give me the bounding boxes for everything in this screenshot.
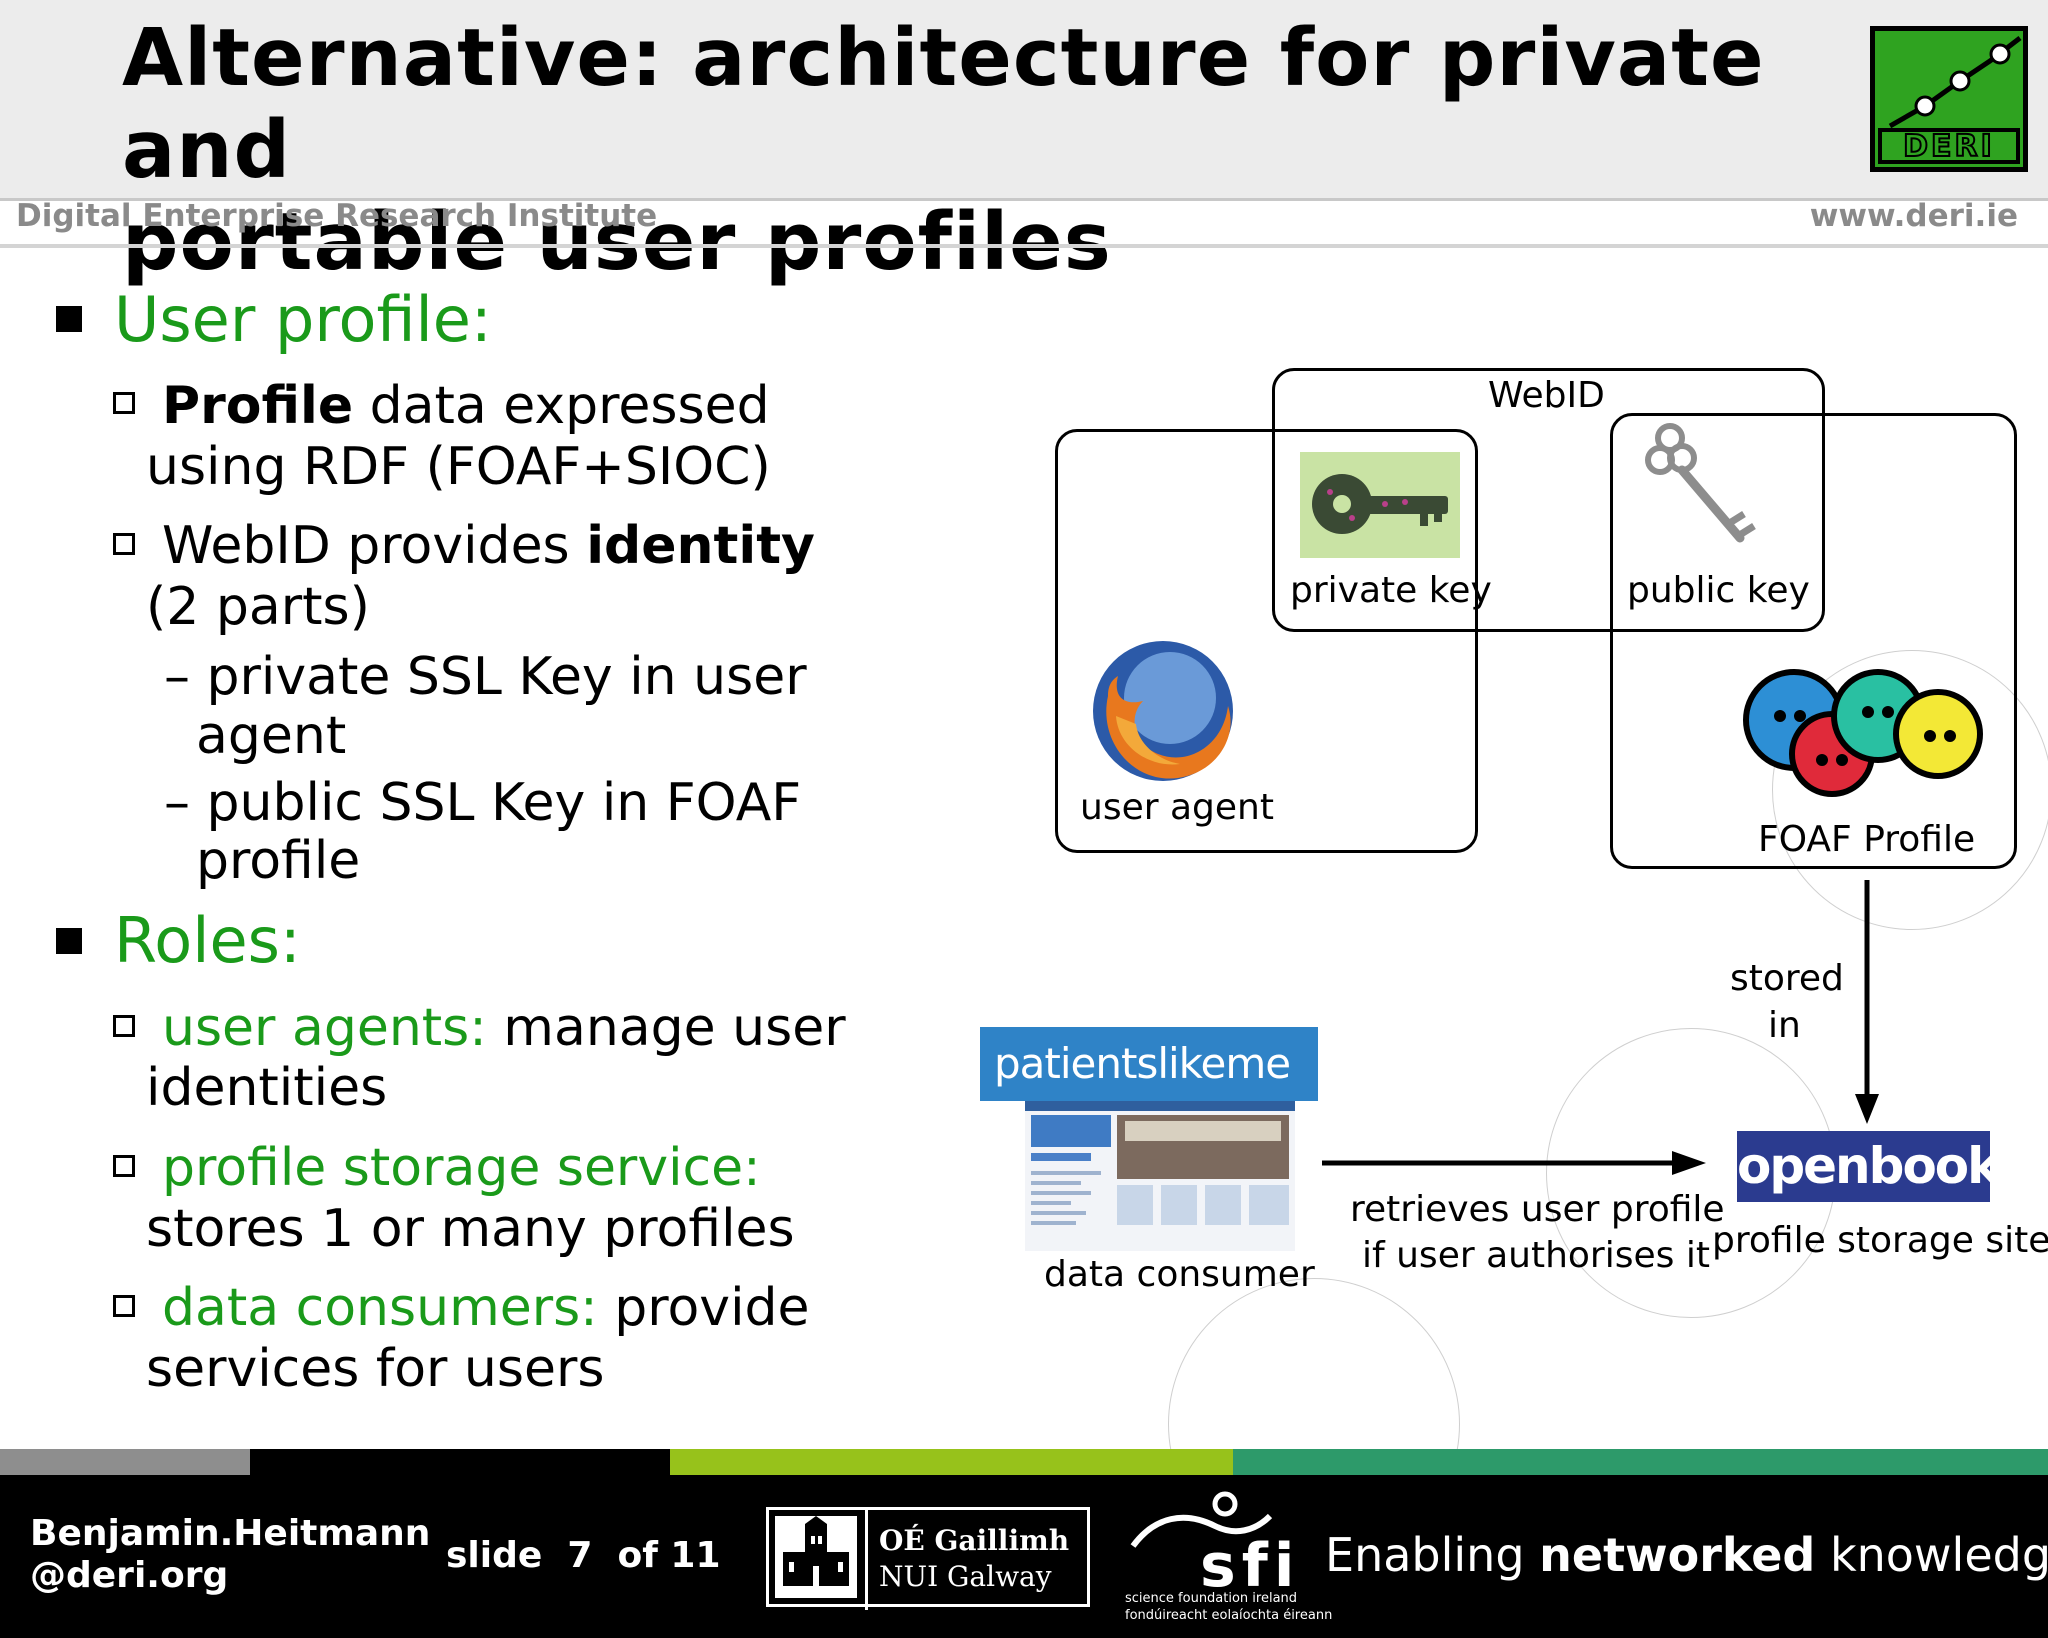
webid-label: WebID [1488, 375, 1605, 416]
webid-item-line2: (2 parts) [146, 577, 370, 637]
sfi-tagline: Enabling networked knowledge. [1325, 1527, 2048, 1583]
tagline-post: knowledge. [1829, 1528, 2048, 1582]
bullet-hollow [113, 1015, 135, 1037]
private-key-label: private key [1290, 570, 1492, 611]
bullet-hollow [113, 1295, 135, 1317]
sfi-subtitle-2: fondúireacht eolaíochta éireann [1125, 1608, 1333, 1623]
role-consumers-desc: provide [597, 1278, 810, 1338]
slide-footer [0, 1475, 2048, 1638]
foaf-profile-label: FOAF Profile [1758, 819, 1976, 860]
nui-galway-building-icon [775, 1516, 857, 1598]
nui-divider [865, 1510, 868, 1610]
private-key-sub-line2: agent [196, 706, 347, 766]
role-user-agents-line1: user agents: manage user [162, 998, 846, 1058]
public-key-sub-line1: – public SSL Key in FOAF [164, 773, 802, 833]
role-storage-label: profile storage service: [162, 1138, 761, 1198]
role-consumers-line2: services for users [146, 1339, 605, 1399]
profile-rest: data expressed [353, 376, 770, 436]
nui-galway-logo: OÉ Gaillimh NUI Galway [766, 1507, 1090, 1610]
footer-stripe-lime [670, 1449, 1233, 1475]
profile-item-line1: Profile data expressed [162, 376, 770, 436]
nui-line-1: OÉ Gaillimh [879, 1524, 1070, 1557]
footer-stripe-black [250, 1449, 670, 1475]
tagline-pre: Enabling [1325, 1528, 1540, 1582]
sfi-subtitle-1: science foundation ireland [1125, 1591, 1298, 1606]
svg-text:sfi: sfi [1200, 1531, 1300, 1596]
nui-line-2: NUI Galway [879, 1560, 1052, 1593]
author-line-2: @deri.org [30, 1555, 229, 1596]
retrieves-label-1: retrieves user profile [1350, 1189, 1725, 1230]
slide-header [0, 0, 2048, 200]
header-divider [0, 198, 2048, 201]
patientslikeme-screenshot [1025, 1101, 1295, 1251]
webid-item-line1: WebID provides identity [162, 516, 815, 576]
section-heading-roles: Roles: [114, 904, 301, 977]
webid-box [1272, 368, 1825, 632]
openbook-text: openbook [1737, 1137, 2000, 1195]
foaf-profile-box [1610, 413, 2017, 869]
private-key-sub-line1: – private SSL Key in user [164, 647, 807, 707]
bullet-hollow [113, 533, 135, 555]
sfi-logo-icon: sfi [1130, 1491, 1300, 1596]
role-user-agents-line2: identities [146, 1058, 388, 1118]
decorative-circle [1772, 650, 2048, 930]
public-key-icon [1645, 423, 1756, 543]
tagline-bold: networked [1539, 1528, 1816, 1582]
patientslikeme-logo: patientslikeme [980, 1027, 1318, 1101]
retrieves-label-2: if user authorises it [1362, 1235, 1710, 1276]
slide-counter: slide 7 of 11 [446, 1535, 721, 1576]
site-url: www.deri.ie [1809, 198, 2018, 234]
profile-bold: Profile [162, 376, 354, 436]
role-user-agents-desc: manage user [486, 998, 846, 1058]
institute-name: Digital Enterprise Research Institute [16, 198, 658, 234]
public-key-sub-line2: profile [196, 831, 361, 891]
webid-bold: identity [586, 516, 815, 576]
firefox-icon [1093, 641, 1233, 781]
stored-in-arrow [1855, 880, 1879, 1124]
patientslikeme-text: patientslikeme [994, 1039, 1291, 1088]
profile-storage-site-label: profile storage site [1712, 1220, 2048, 1261]
bullet-hollow [113, 392, 135, 414]
bullet-square [56, 306, 82, 332]
private-key-icon [1300, 452, 1460, 558]
title-line-2: portable user profiles [122, 196, 1112, 288]
header-divider-lower [0, 244, 2048, 248]
deri-logo: DERI [1870, 26, 2028, 172]
webid-pre: WebID provides [162, 516, 587, 576]
data-consumer-label: data consumer [1044, 1254, 1315, 1295]
openbook-logo: openbook [1737, 1131, 2000, 1202]
section-heading-user-profile: User profile: [114, 283, 492, 356]
stored-label: stored [1730, 958, 1844, 999]
role-storage-line2: stores 1 or many profiles [146, 1199, 795, 1259]
profile-item-line2: using RDF (FOAF+SIOC) [146, 437, 771, 497]
bullet-square [56, 928, 82, 954]
retrieves-arrow [1322, 1151, 1706, 1175]
deri-logo-text: DERI [1903, 129, 1995, 164]
author-line-1: Benjamin.Heitmann [30, 1513, 431, 1554]
foaf-logo [1743, 669, 1983, 797]
in-label: in [1768, 1005, 1801, 1046]
role-consumers-line1: data consumers: provide [162, 1278, 810, 1338]
footer-stripe-teal [1233, 1449, 2048, 1475]
title-line-1: Alternative: architecture for private an… [122, 12, 1765, 196]
footer-stripe-gray [0, 1449, 250, 1475]
user-agent-label: user agent [1080, 787, 1274, 828]
bullet-hollow [113, 1155, 135, 1177]
public-key-label: public key [1627, 570, 1810, 611]
user-agent-box [1055, 429, 1478, 853]
role-consumers-label: data consumers: [162, 1278, 598, 1338]
role-user-agents-label: user agents: [162, 998, 487, 1058]
slide-title: Alternative: architecture for private an… [122, 12, 1822, 288]
